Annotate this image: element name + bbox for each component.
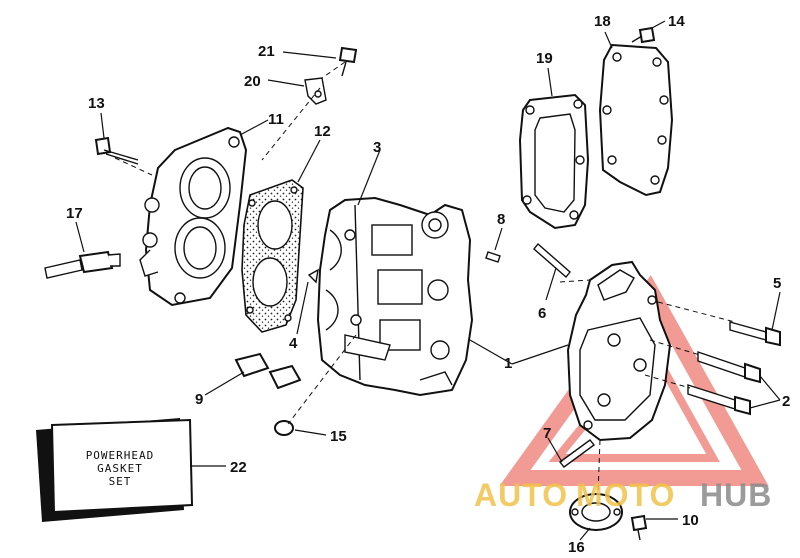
cylinder-block xyxy=(316,196,474,397)
alignment-dashes xyxy=(114,61,736,496)
callout-22: 22 xyxy=(230,459,247,476)
seal-16 xyxy=(569,493,623,531)
callout-16: 16 xyxy=(568,539,585,556)
callout-21: 21 xyxy=(258,43,275,60)
crankcase-bolt-upper xyxy=(729,321,781,347)
watermark-hub: HUB xyxy=(700,477,772,513)
dowel-pins-9 xyxy=(234,352,302,390)
gasket-set-box xyxy=(36,418,194,522)
bolt-14 xyxy=(631,26,656,44)
exhaust-cover xyxy=(598,43,674,197)
dowel-pin-8 xyxy=(485,251,501,263)
crankcase xyxy=(566,260,672,442)
callout-19: 19 xyxy=(536,50,553,67)
screw-15 xyxy=(274,420,294,436)
callout-14: 14 xyxy=(668,13,685,30)
crankcase-bolt-lower xyxy=(687,384,751,416)
watermark-moto: MOTO xyxy=(576,477,675,513)
gasket-set-label-line3: SET xyxy=(109,475,132,488)
watermark-auto: AUTO xyxy=(474,477,568,513)
callout-20: 20 xyxy=(244,73,261,90)
leader-lines xyxy=(75,20,781,541)
callout-1: 1 xyxy=(504,355,512,372)
pin-4 xyxy=(307,268,319,284)
screw-10 xyxy=(630,514,648,541)
callout-4: 4 xyxy=(289,335,298,352)
clip-20 xyxy=(304,77,327,105)
callout-2: 2 xyxy=(782,393,790,410)
watermark-logo: AUTO MOTO HUB xyxy=(474,477,772,513)
callout-17: 17 xyxy=(66,205,83,222)
pin-7 xyxy=(558,439,596,468)
bolt-13 xyxy=(94,136,139,165)
callout-18: 18 xyxy=(594,13,611,30)
callout-9: 9 xyxy=(195,391,203,408)
callout-8: 8 xyxy=(497,211,505,228)
callout-6: 6 xyxy=(538,305,546,322)
gasket-set-label-line1: POWERHEAD xyxy=(86,449,155,462)
cylinder-head xyxy=(139,126,248,307)
callout-7: 7 xyxy=(543,425,551,442)
exhaust-gasket xyxy=(518,93,590,230)
callout-10: 10 xyxy=(682,512,699,529)
spark-plug xyxy=(44,250,121,279)
head-gasket xyxy=(241,179,304,333)
callout-12: 12 xyxy=(314,123,331,140)
bolt-21 xyxy=(338,46,358,77)
callout-3: 3 xyxy=(373,139,381,156)
crankcase-bolt-middle xyxy=(697,351,761,384)
callout-11: 11 xyxy=(268,111,284,128)
gasket-set-label-line2: GASKET xyxy=(97,462,143,475)
callout-13: 13 xyxy=(88,95,105,112)
callout-5: 5 xyxy=(773,275,781,292)
callout-15: 15 xyxy=(330,428,347,445)
pin-6 xyxy=(533,242,571,279)
